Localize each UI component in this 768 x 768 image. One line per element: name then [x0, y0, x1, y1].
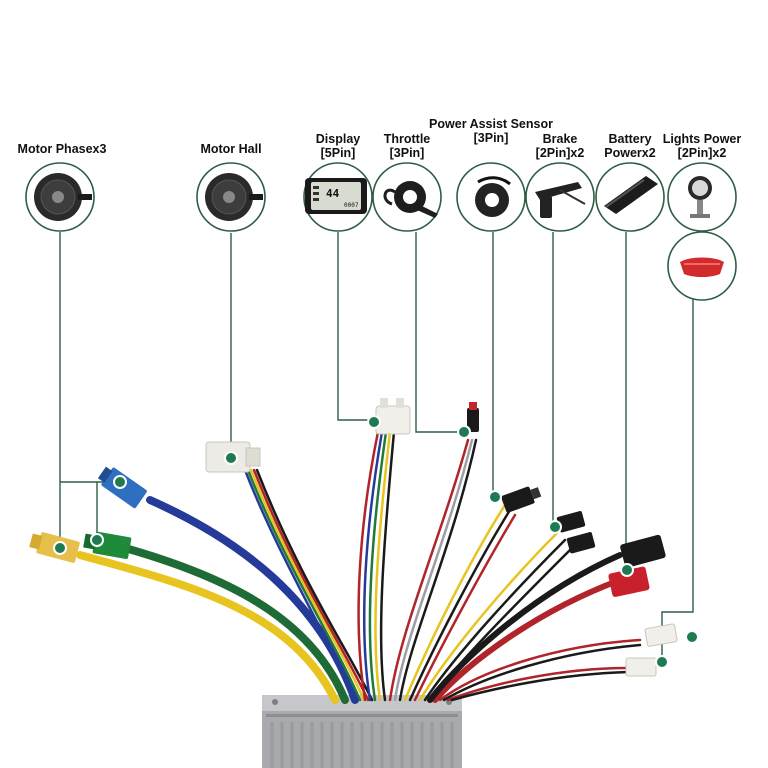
label-pas-line1: Power Assist Sensor [429, 117, 553, 131]
connector-blue-phase [97, 466, 147, 509]
label-display: Display [5Pin] [316, 132, 360, 160]
label-brake: Brake [2Pin]x2 [536, 132, 585, 160]
label-lights-line2: [2Pin]x2 [677, 146, 727, 160]
label-battery: Battery Powerx2 [604, 132, 655, 160]
label-pas: Power Assist Sensor [3Pin] [429, 117, 553, 145]
connector-brake-2 [566, 532, 596, 554]
leader-line-motor-phase [59, 232, 120, 545]
tail-light-icon [667, 231, 737, 301]
leader-line-display [337, 232, 372, 421]
controller-box [262, 695, 462, 768]
wire-green-phase [121, 544, 349, 704]
pas-sensor-icon [456, 162, 526, 232]
display-icon: 44 0007 [303, 162, 373, 232]
wire-bundle [76, 430, 642, 704]
label-battery-line1: Battery [608, 132, 652, 146]
wire-yellow-phase [76, 551, 339, 704]
label-display-line2: [5Pin] [320, 146, 356, 160]
connector-battery-black [620, 534, 666, 568]
label-battery-line2: Powerx2 [604, 146, 656, 160]
wire-black-battery [427, 552, 623, 703]
wire-red-battery [432, 577, 623, 703]
motor-hall-icon [196, 162, 266, 232]
label-motor-hall-text: Motor Hall [200, 142, 262, 156]
display-screen-value-top: 44 [326, 187, 340, 200]
leader-line-throttle [415, 232, 462, 433]
label-throttle-line1: Throttle [383, 132, 431, 146]
connector-throttle [467, 402, 479, 432]
connection-dots [53, 415, 699, 669]
label-brake-line1: Brake [542, 132, 578, 146]
label-motor-phase-text: Motor Phasex3 [17, 142, 107, 156]
label-display-line1: Display [315, 132, 361, 146]
connector-display [375, 398, 411, 435]
connector-brake-1 [556, 511, 586, 533]
label-pas-line2: [3Pin] [473, 131, 509, 145]
label-lights: Lights Power [2Pin]x2 [663, 132, 741, 160]
label-lights-line1: Lights Power [662, 132, 742, 146]
motor-phase-icon [25, 162, 95, 232]
connectors [29, 398, 678, 677]
head-light-icon [667, 162, 737, 232]
component-circles: 44 0007 [25, 162, 737, 301]
label-motor-phase: Motor Phasex3 [18, 142, 107, 156]
label-motor-hall: Motor Hall [200, 142, 261, 156]
label-brake-line2: [2Pin]x2 [535, 146, 585, 160]
brake-lever-icon [525, 162, 595, 232]
connector-lights-1 [644, 623, 678, 647]
label-throttle: Throttle [3Pin] [384, 132, 431, 160]
throttle-icon [372, 162, 442, 232]
battery-icon [595, 162, 665, 232]
connector-pas [501, 486, 542, 513]
connector-battery-red [608, 566, 650, 597]
connector-lights-2 [625, 657, 657, 677]
label-throttle-line2: [3Pin] [389, 146, 425, 160]
leader-line-lights [661, 298, 694, 662]
display-screen-value-bottom: 0007 [344, 202, 359, 209]
